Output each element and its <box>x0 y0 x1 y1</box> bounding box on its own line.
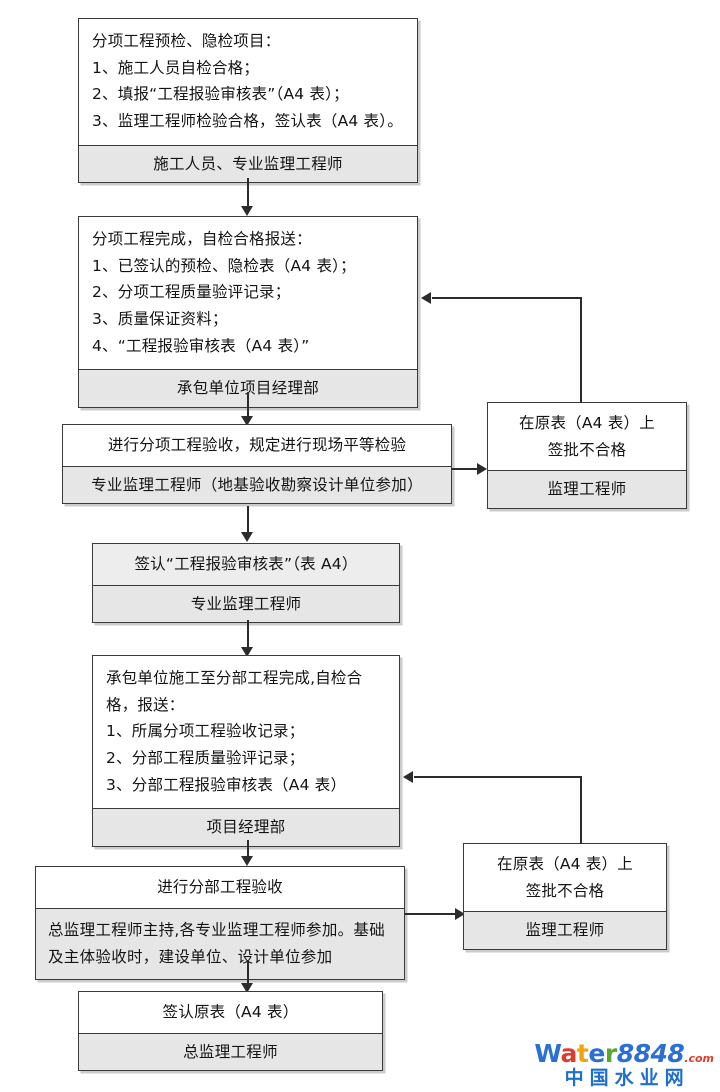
edge-n1-n2-arrowhead <box>241 206 253 216</box>
edge-n3-n4-arrowhead <box>241 532 253 542</box>
node-n1-actor: 施工人员、专业监理工程师 <box>79 144 417 183</box>
node-n3: 进行分项工程验收，规定进行现场平等检验 专业监理工程师（地基验收勘察设计单位参加… <box>62 424 452 505</box>
node-n7-body: 签认原表（A4 表） <box>79 992 382 1033</box>
node-n3-actor: 专业监理工程师（地基验收勘察设计单位参加） <box>63 465 451 504</box>
node-n4: 签认“工程报验审核表”（表 A4） 专业监理工程师 <box>92 543 400 624</box>
edge-n6-n7-line <box>247 962 249 986</box>
node-n7: 签认原表（A4 表） 总监理工程师 <box>78 991 383 1072</box>
node-n1-body-line-3: 3、监理工程师检验合格，签认表（A4 表）。 <box>92 111 403 130</box>
watermark-letter-4: r <box>604 1039 617 1068</box>
node-n7-actor: 总监理工程师 <box>79 1032 382 1071</box>
node-n1-body: 分项工程预检、隐检项目： 1、施工人员自检合格； 2、填报“工程报验审核表”（A… <box>79 19 417 145</box>
watermark-cn-text: 中国水业网 <box>564 1067 690 1089</box>
node-r2-body: 在原表（A4 表）上 签批不合格 <box>464 844 666 911</box>
node-n1: 分项工程预检、隐检项目： 1、施工人员自检合格； 2、填报“工程报验审核表”（A… <box>78 18 418 184</box>
node-n1-body-line-1: 1、施工人员自检合格； <box>92 58 260 77</box>
node-n4-actor: 专业监理工程师 <box>93 584 399 623</box>
watermark-letter-3: e <box>588 1039 605 1068</box>
edge-r2-n5-vertical <box>580 776 582 844</box>
watermark-letter-0: W <box>534 1039 561 1068</box>
node-r2: 在原表（A4 表）上 签批不合格 监理工程师 <box>463 843 667 951</box>
node-n7-body-line-0: 签认原表（A4 表） <box>162 1003 299 1021</box>
node-r2-body-line-1: 签批不合格 <box>525 881 605 900</box>
edge-n4-n5-line <box>247 620 249 652</box>
edge-n5-n6-line <box>247 840 249 860</box>
edge-n3-n4-line <box>247 506 249 536</box>
edge-n3-r1-arrowhead <box>477 463 487 475</box>
node-n6-body: 进行分部工程验收 <box>36 867 404 908</box>
node-r1: 在原表（A4 表）上 签批不合格 监理工程师 <box>487 402 687 510</box>
node-n2-body-line-3: 3、质量保证资料； <box>92 309 228 328</box>
watermark-letter-2: t <box>576 1039 589 1068</box>
node-n2-body-line-0: 分项工程完成，自检合格报送： <box>92 230 312 248</box>
edge-r1-n2-vertical <box>580 297 582 403</box>
node-n2-body-line-1: 1、已签认的预检、隐检表（A4 表）； <box>92 256 356 275</box>
watermark-logo: Water8848.com 中国水业网 <box>534 1041 714 1088</box>
node-n2: 分项工程完成，自检合格报送： 1、已签认的预检、隐检表（A4 表）； 2、分项工… <box>78 216 418 409</box>
node-n5-actor: 项目经理部 <box>93 808 399 847</box>
node-r1-body-line-1: 签批不合格 <box>547 440 627 459</box>
watermark-tld: .com <box>684 1052 714 1065</box>
node-r2-actor: 监理工程师 <box>464 911 666 950</box>
edge-n6-r2-arrowhead <box>455 908 465 920</box>
node-n4-body-line-0: 签认“工程报验审核表”（表 A4） <box>134 555 358 573</box>
edge-n6-n7-arrowhead <box>241 983 253 993</box>
node-n5-body-line-2: 1、所属分项工程验收记录； <box>106 722 305 741</box>
watermark-wordmark: Water8848.com <box>534 1041 714 1066</box>
node-n6-actor: 总监理工程师主持,各专业监理工程师参加。基础及主体验收时，建设单位、设计单位参加 <box>36 907 404 979</box>
node-n6: 进行分部工程验收 总监理工程师主持,各专业监理工程师参加。基础及主体验收时，建设… <box>35 866 405 980</box>
node-n2-body-line-4: 4、“工程报验审核表（A4 表）” <box>92 336 310 355</box>
edge-n2-n3-arrowhead <box>241 416 253 426</box>
edge-r1-n2-arrowhead <box>421 292 431 304</box>
edge-r2-n5-arrowhead <box>403 771 413 783</box>
node-n4-body: 签认“工程报验审核表”（表 A4） <box>93 544 399 585</box>
node-n6-body-line-0: 进行分部工程验收 <box>157 878 283 896</box>
node-n1-body-line-0: 分项工程预检、隐检项目： <box>92 32 281 50</box>
node-n5-body-line-0: 承包单位施工至分部工程完成,自检合 <box>106 669 363 687</box>
watermark-letter-1: a <box>560 1039 578 1068</box>
node-r1-body-line-0: 在原表（A4 表）上 <box>519 414 655 432</box>
node-n5: 承包单位施工至分部工程完成,自检合 格，报送： 1、所属分项工程验收记录； 2、… <box>92 655 400 848</box>
watermark-number: 8848 <box>616 1039 685 1068</box>
node-r2-body-line-0: 在原表（A4 表）上 <box>497 855 633 873</box>
node-n5-body-line-4: 3、分部工程报验审核表（A4 表） <box>106 775 347 794</box>
edge-n6-r2-line <box>405 913 460 915</box>
edge-n1-n2-line <box>247 178 249 210</box>
node-r1-actor: 监理工程师 <box>488 470 686 509</box>
node-n3-body: 进行分项工程验收，规定进行现场平等检验 <box>63 425 451 466</box>
node-n5-body-line-3: 2、分部工程质量验评记录； <box>106 748 305 767</box>
edge-r1-n2-horizontal <box>432 297 582 299</box>
node-n5-body: 承包单位施工至分部工程完成,自检合 格，报送： 1、所属分项工程验收记录； 2、… <box>93 656 399 808</box>
node-n2-body: 分项工程完成，自检合格报送： 1、已签认的预检、隐检表（A4 表）； 2、分项工… <box>79 217 417 369</box>
node-n1-body-line-2: 2、填报“工程报验审核表”（A4 表）； <box>92 85 349 104</box>
edge-r2-n5-horizontal <box>414 776 582 778</box>
edge-n5-n6-arrowhead <box>241 856 253 866</box>
edge-n4-n5-arrowhead <box>241 647 253 657</box>
edge-n2-n3-line <box>247 392 249 420</box>
node-n3-body-line-0: 进行分项工程验收，规定进行现场平等检验 <box>107 436 407 454</box>
node-n2-body-line-2: 2、分项工程质量验评记录； <box>92 283 291 302</box>
node-n5-body-line-1: 格，报送： <box>106 695 185 714</box>
edge-n3-r1-line <box>452 468 480 470</box>
node-r1-body: 在原表（A4 表）上 签批不合格 <box>488 403 686 470</box>
